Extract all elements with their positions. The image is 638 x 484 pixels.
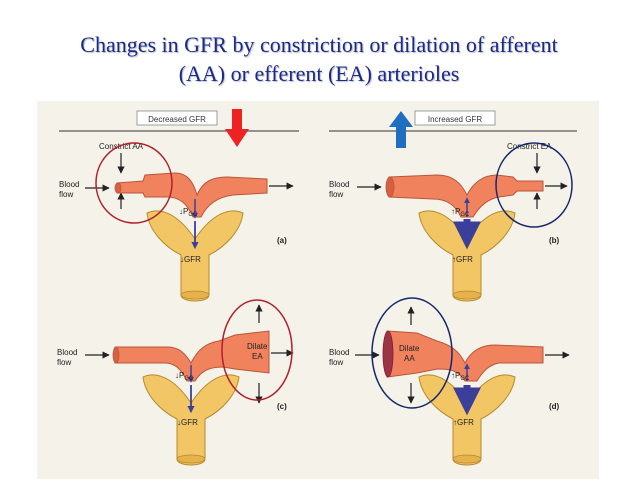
panel-c-pgc: ↓PGC (175, 371, 194, 382)
panel-c: Blood flow Dilate EA ↓PGC ↓GFR (c) (57, 299, 294, 466)
panel-d-highlight-circle (371, 297, 453, 409)
panel-a-blood-2: flow (59, 190, 73, 199)
panel-d: Blood flow Dilate AA ↑PGC ↑GFR (d) (329, 297, 570, 466)
panel-c-action-2: EA (252, 352, 263, 361)
arteriole-diagram: Decreased GFR Constrict AA Blood flow ↓P… (57, 109, 577, 466)
panel-b: Increased GFR Constrict EA Blood flow ↑P… (329, 110, 577, 302)
panel-a-action: Constrict AA (99, 142, 144, 151)
panel-a-header-box (136, 110, 218, 126)
panel-d-blood-2: flow (329, 358, 343, 367)
title-line-1: Changes in GFR by constriction or dilati… (80, 32, 558, 57)
panel-b-blood-1: Blood (329, 180, 349, 189)
panel-b-header-box (414, 110, 496, 126)
panel-a-header: Decreased GFR (148, 115, 206, 124)
title-line-2: (AA) or efferent (EA) arterioles (178, 61, 460, 86)
arteriole-figure: Decreased GFR Constrict AA Blood flow ↓P… (37, 101, 599, 479)
panel-c-highlight-circle (221, 299, 293, 401)
panel-d-tag: (d) (549, 402, 560, 411)
panel-b-header: Increased GFR (428, 115, 482, 124)
panel-c-tag: (c) (277, 402, 287, 411)
panel-b-pgc: ↑PGC (451, 207, 470, 218)
panel-b-highlight-circle (495, 142, 573, 228)
panel-b-action: Constrict EA (507, 142, 552, 151)
panel-d-blood-1: Blood (329, 348, 349, 357)
panel-d-pgc: ↑PGC (451, 371, 470, 382)
panel-a-tag: (a) (277, 236, 287, 245)
panel-c-blood-2: flow (57, 358, 71, 367)
panel-c-gfr: ↓GFR (177, 418, 198, 427)
panel-d-action-2: AA (404, 354, 415, 363)
panel-b-blood-2: flow (329, 190, 343, 199)
panel-b-gfr: ↑GFR (452, 255, 473, 264)
panel-a-gfr: ↓GFR (180, 255, 201, 264)
slide-title: Changes in GFR by constriction or dilati… (0, 30, 638, 88)
red-down-arrow-icon (225, 109, 249, 147)
panel-d-action-1: Dilate (399, 344, 420, 353)
panel-a: Decreased GFR Constrict AA Blood flow ↓P… (59, 110, 299, 302)
panel-a-highlight-circle (95, 142, 173, 224)
panel-a-blood-1: Blood (59, 180, 79, 189)
panel-c-blood-1: Blood (57, 348, 77, 357)
panel-d-gfr: ↑GFR (453, 418, 474, 427)
panel-a-pgc: ↓PGC (179, 207, 198, 218)
panel-c-action-1: Dilate (247, 342, 268, 351)
panel-b-tag: (b) (549, 236, 560, 245)
blue-up-arrow-icon (389, 111, 413, 148)
